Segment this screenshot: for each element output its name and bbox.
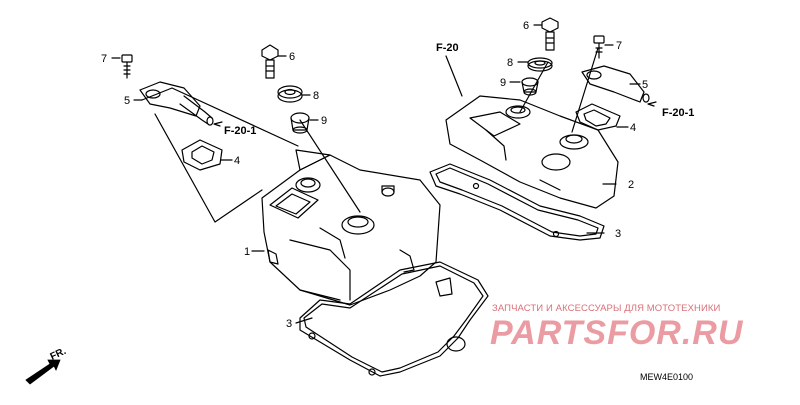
ref-f20: F-20: [436, 42, 459, 54]
diagram-code: MEW4E0100: [640, 372, 694, 382]
front-label: FR.: [49, 346, 68, 363]
leader-f20: [445, 55, 463, 97]
breather-pipe-left: [139, 81, 214, 126]
callout-2: 2: [628, 179, 634, 191]
gasket-4-right: [575, 103, 621, 131]
washer-8-right: [527, 57, 553, 72]
callout-3-right: 3: [615, 228, 621, 240]
leader-bracket-left: [141, 87, 299, 147]
callout-8-right: 8: [507, 57, 513, 69]
callout-4-right: 4: [630, 122, 636, 134]
valve-cover-left: [261, 149, 441, 306]
callout-7-left: 7: [101, 53, 107, 65]
grommet-9-right: [521, 77, 539, 96]
leader-bolt-right: [519, 61, 549, 113]
leader-bracket-left-2: [154, 113, 263, 223]
callout-1: 1: [244, 246, 250, 258]
callout-6-right: 6: [523, 20, 529, 32]
bolt-6-left: [261, 44, 279, 79]
bolt-7-right: [593, 35, 605, 59]
bolt-7-left: [121, 54, 133, 79]
leader-grommet-left: [299, 119, 361, 213]
ref-f20-1-right: F-20-1: [662, 107, 694, 119]
callout-9-right: 9: [500, 77, 506, 89]
callout-6-left: 6: [289, 51, 295, 63]
washer-8-left: [277, 85, 303, 103]
gasket-4-left: [181, 139, 223, 171]
watermark-tagline: ЗАПЧАСТИ И АКСЕССУАРЫ ДЛЯ МОТОТЕХНИКИ: [492, 303, 721, 314]
callout-8-left: 8: [313, 90, 319, 102]
gasket-3-left: [299, 261, 489, 377]
callout-4-left: 4: [234, 155, 240, 167]
callout-5-right: 5: [642, 79, 648, 91]
front-arrow-icon: [25, 359, 61, 385]
grommet-9-left: [290, 112, 310, 134]
watermark-brand: PARTSFOR.RU: [490, 314, 744, 352]
callout-7-right: 7: [616, 40, 622, 52]
callout-5-left: 5: [124, 95, 130, 107]
bolt-6-right: [541, 17, 559, 51]
callout-9-left: 9: [321, 115, 327, 127]
callout-3-left: 3: [286, 318, 292, 330]
breather-pipe-right: [581, 65, 650, 103]
ref-f20-1-left: F-20-1: [224, 125, 256, 137]
valve-cover-right: [445, 95, 619, 209]
leader-bolt-7-right: [571, 47, 599, 133]
gasket-3-right: [429, 163, 605, 241]
